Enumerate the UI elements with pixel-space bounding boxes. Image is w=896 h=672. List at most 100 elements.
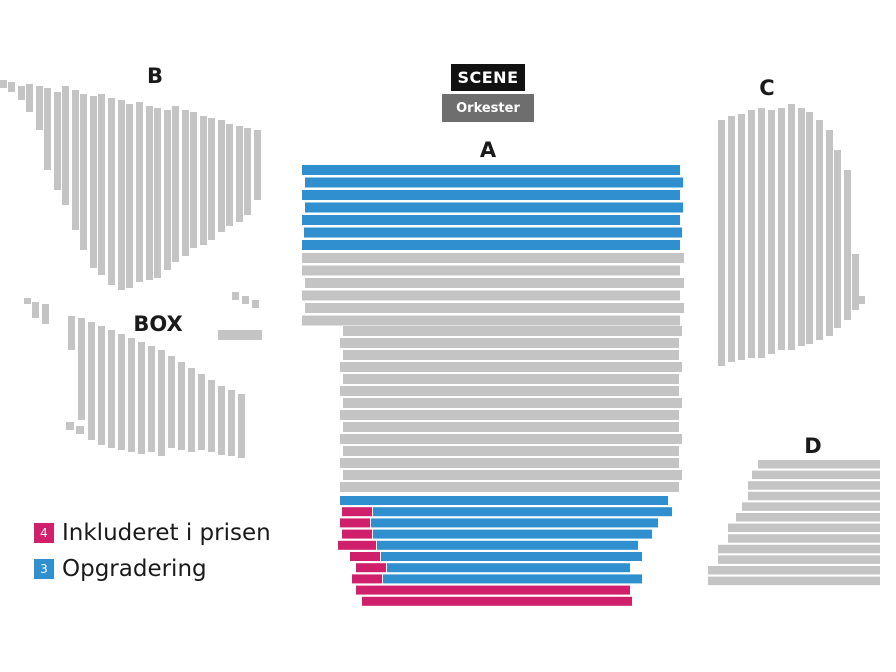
seat-row-upgrade <box>304 227 682 238</box>
seat-row-upgrade <box>373 529 652 539</box>
seat-column-b <box>62 86 69 205</box>
seat-column-c <box>816 120 823 340</box>
section-a-label: A <box>479 138 497 162</box>
seat-column-box <box>118 334 125 450</box>
seat-row-unavailable <box>343 422 679 432</box>
seat-row-included <box>356 563 386 573</box>
seat-column-box <box>158 350 165 456</box>
seat-column-c <box>758 108 765 358</box>
legend: 4 Inkluderet i prisen 3 Opgradering <box>34 518 271 590</box>
seat-row-d <box>752 470 880 480</box>
seat-row-included <box>356 585 630 595</box>
seat-row-unavailable <box>340 482 679 492</box>
seat-column-c <box>834 150 841 328</box>
seat-row-upgrade <box>387 563 630 573</box>
legend-item-upgrade: 3 Opgradering <box>34 554 271 584</box>
seat-row-unavailable <box>343 446 679 456</box>
seat-row-d <box>748 481 880 490</box>
seat-row-upgrade <box>305 202 683 213</box>
seat-column-b <box>44 88 51 170</box>
seat-column-c <box>738 114 745 360</box>
seat-column-box <box>138 342 145 454</box>
seat-column-b <box>242 296 249 304</box>
seat-column-box <box>108 330 115 448</box>
seat-column-box <box>68 316 75 350</box>
seat-column-b <box>108 98 115 285</box>
seat-row-upgrade <box>383 574 642 584</box>
seat-column-c <box>718 120 725 366</box>
seat-row-unavailable <box>302 265 680 276</box>
seat-column-box <box>238 394 245 458</box>
seat-column-b <box>118 100 125 290</box>
seat-column-b <box>18 86 25 100</box>
seat-column-b <box>252 300 259 308</box>
seat-row-upgrade <box>381 552 642 561</box>
seat-column-b <box>136 102 143 282</box>
seat-row-d <box>748 491 880 501</box>
seat-column-b <box>226 124 233 226</box>
upgrade-rows <box>302 165 683 584</box>
seat-column-b <box>0 80 7 88</box>
seat-row-upgrade <box>302 165 680 175</box>
seat-column-c <box>844 170 851 320</box>
seat-column-c <box>858 296 865 304</box>
seat-row-unavailable <box>343 350 679 360</box>
seat-column-b <box>232 292 239 300</box>
seat-column-box <box>178 362 185 450</box>
seat-column-b <box>190 112 197 248</box>
seat-column-c <box>768 110 775 354</box>
seat-row-d <box>718 544 880 554</box>
seat-column-c <box>778 108 785 350</box>
seat-column-box <box>42 304 49 324</box>
legend-label-upgrade: Opgradering <box>62 556 207 582</box>
seat-row-included <box>362 596 632 606</box>
seat-column-box <box>228 390 235 456</box>
seat-row-d <box>728 534 880 543</box>
seat-column-b <box>164 110 171 270</box>
seat-row-included <box>342 529 372 539</box>
seat-row-upgrade <box>340 496 668 505</box>
seat-column-b <box>26 84 33 112</box>
seat-column-b <box>154 108 161 278</box>
section-b-label: B <box>146 64 164 88</box>
seat-row-included <box>340 518 370 528</box>
seat-row-upgrade <box>305 177 683 188</box>
seat-column-c <box>826 130 833 336</box>
seat-column-box <box>198 374 205 450</box>
seat-column-b <box>208 118 215 240</box>
seat-column-box <box>148 346 155 452</box>
seat-column-box <box>66 422 74 430</box>
seat-column-box <box>78 318 85 420</box>
seat-row-unavailable <box>302 290 680 301</box>
seat-row-upgrade <box>371 518 658 528</box>
seat-row-included <box>350 552 380 561</box>
seat-column-box <box>88 322 95 440</box>
seat-row-unavailable <box>340 362 682 372</box>
seat-row-upgrade <box>373 507 672 517</box>
seat-column-b <box>54 92 61 190</box>
seat-row-unavailable <box>302 315 680 326</box>
seat-column-b <box>236 126 243 222</box>
seat-column-box <box>218 386 225 455</box>
seat-column-c <box>806 112 813 344</box>
included-rows <box>338 507 632 606</box>
seat-column-b <box>182 110 189 256</box>
seat-column-b <box>254 130 261 200</box>
seat-row-d <box>758 460 880 469</box>
seat-column-box <box>24 298 31 304</box>
seat-row-unavailable <box>343 374 679 384</box>
seat-row-unavailable <box>343 470 682 480</box>
legend-item-included: 4 Inkluderet i prisen <box>34 518 271 548</box>
seat-row-unavailable <box>302 253 684 263</box>
seat-column-box <box>188 368 195 452</box>
seat-row-d <box>708 566 880 575</box>
seat-row-unavailable <box>340 458 679 468</box>
stage-label: SCENE <box>451 64 525 91</box>
seat-column-c <box>852 254 859 310</box>
seat-row-unavailable <box>305 303 684 313</box>
seat-column-box <box>128 338 135 452</box>
seat-column-box <box>76 426 84 434</box>
seat-row-unavailable <box>343 326 682 336</box>
seat-row-unavailable <box>343 398 682 408</box>
